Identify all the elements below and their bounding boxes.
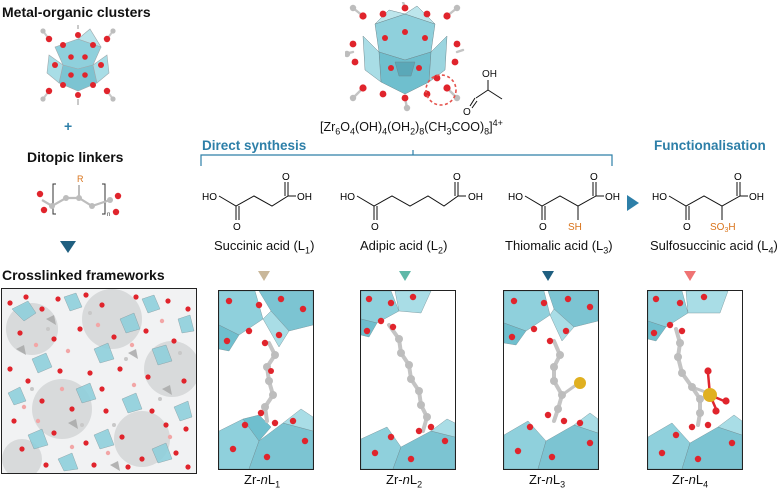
- adipic-oh: OH: [468, 192, 483, 203]
- crosslinked-frameworks-title: Crosslinked frameworks: [2, 267, 165, 283]
- acetic-acid-structure: OH O: [463, 69, 503, 116]
- zr-cluster-image: [345, 2, 465, 112]
- acid-name-l2: Adipic acid (L2): [360, 238, 448, 256]
- triangle-l4: [684, 271, 696, 281]
- crosslinked-framework-image: [1, 288, 197, 474]
- framework-panel-l1: [218, 290, 314, 470]
- adipic-o-left: O: [371, 222, 379, 232]
- formula-part: 8: [484, 126, 490, 137]
- sulfosuccinic-o-left: O: [683, 222, 691, 233]
- thiomalic-ho: HO: [508, 192, 523, 203]
- succinic-acid-structure: HO OH O O: [202, 172, 312, 232]
- acetic-o-label: O: [463, 107, 471, 116]
- formula-part: 4: [382, 126, 388, 137]
- framework-label-l2: Zr-nL2: [386, 472, 423, 490]
- acid-name-l1: Succinic acid (L1): [214, 238, 315, 256]
- sulfosuccinic-oh: OH: [749, 192, 764, 203]
- formula-part: 2: [410, 126, 416, 137]
- down-arrow-left: [60, 241, 76, 253]
- sulfosuccinic-so3h: SO3H: [710, 222, 736, 234]
- formula-part: 4+: [492, 118, 503, 128]
- adipic-acid-structure: HO OH O O: [340, 172, 483, 232]
- formula-part: COO): [451, 120, 485, 135]
- acetic-oh-label: OH: [482, 69, 497, 80]
- succinic-oh: OH: [297, 192, 312, 203]
- thiomalic-oh: OH: [605, 192, 620, 203]
- cluster-formula: [Zr6O4(OH)4(OH2)8(CH3COO)8]4+: [320, 118, 503, 137]
- thiomalic-o-right: O: [590, 172, 598, 183]
- acid-name-l3: Thiomalic acid (L3): [505, 238, 613, 256]
- formula-part: [Zr: [320, 120, 336, 135]
- functionalisation-label: Functionalisation: [654, 138, 766, 153]
- framework-label-l1: Zr-nL1: [244, 472, 281, 490]
- adipic-ho: HO: [340, 192, 355, 203]
- sulfosuccinic-o-right: O: [734, 172, 742, 183]
- metal-clusters-title: Metal-organic clusters: [2, 4, 151, 20]
- direct-synthesis-bracket: [200, 150, 613, 166]
- adipic-o-right: O: [453, 172, 461, 183]
- linker-n-label: n: [107, 212, 110, 218]
- formula-part: 6: [335, 126, 341, 137]
- formula-part: (OH: [387, 120, 411, 135]
- linker-schematic: R n: [36, 174, 122, 218]
- formula-part: 8: [419, 126, 425, 137]
- sulfosuccinic-ho: HO: [652, 192, 667, 203]
- direct-synthesis-label: Direct synthesis: [202, 138, 307, 153]
- formula-part: (OH): [355, 120, 383, 135]
- plus-sign: +: [64, 118, 73, 134]
- triangle-l3: [542, 271, 554, 281]
- framework-label-l3: Zr-nL3: [529, 472, 566, 490]
- succinic-o-right: O: [282, 172, 290, 183]
- formula-part: O: [340, 120, 351, 135]
- triangle-l2: [399, 271, 411, 281]
- right-arrow: [627, 195, 639, 211]
- framework-panel-l3: [503, 290, 599, 470]
- thiomalic-acid-structure: HO OH O O SH: [508, 172, 620, 232]
- linker-r-label: R: [77, 174, 84, 184]
- formula-part: ): [415, 120, 420, 135]
- ditopic-linkers-title: Ditopic linkers: [27, 149, 124, 165]
- formula-part: (CH: [424, 120, 447, 135]
- formula-part: 3: [446, 126, 452, 137]
- formula-part: 4: [350, 126, 356, 137]
- small-cluster-image: [40, 25, 116, 105]
- succinic-ho: HO: [202, 192, 217, 203]
- framework-label-l4: Zr-nL4: [672, 472, 709, 490]
- framework-panel-l2: [360, 290, 456, 470]
- framework-panel-l4: [647, 290, 743, 470]
- succinic-o-left: O: [233, 222, 241, 232]
- sulfosuccinic-acid-structure: HO OH O O SO3H: [652, 172, 764, 234]
- thiomalic-o-left: O: [539, 222, 547, 232]
- formula-part: ]: [489, 120, 493, 135]
- triangle-l1: [258, 271, 270, 281]
- acid-name-l4: Sulfosuccinic acid (L4): [650, 238, 778, 256]
- thiomalic-sh: SH: [568, 222, 582, 232]
